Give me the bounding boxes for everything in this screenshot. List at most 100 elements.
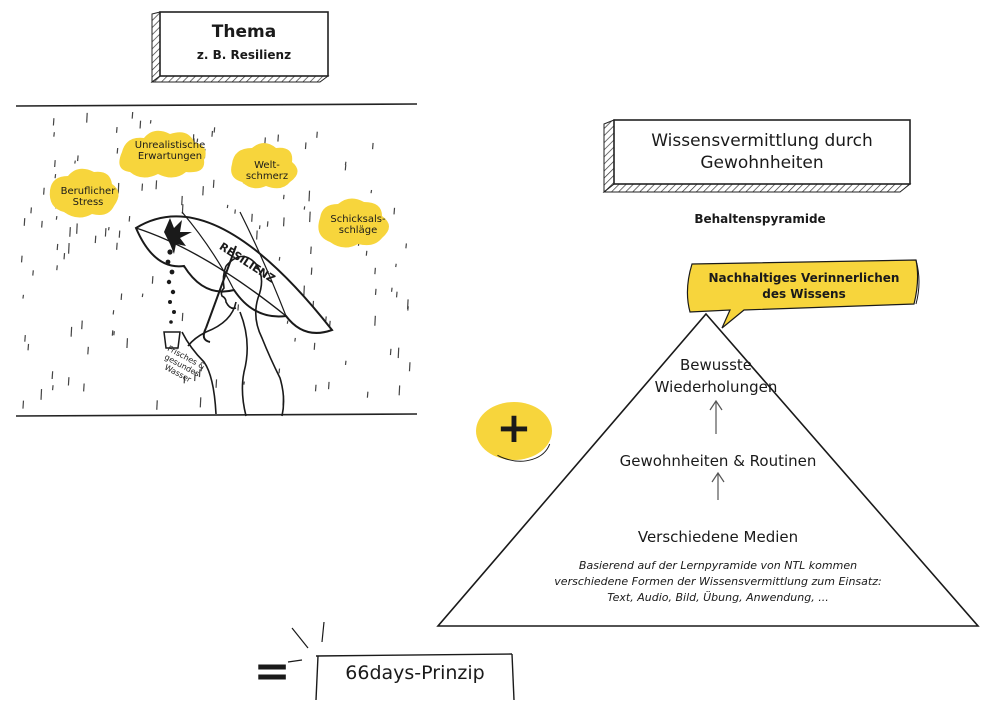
water-cup [163,331,181,349]
rain-drop [126,338,129,349]
rain-drop [408,362,411,372]
pyramid-arrows [709,399,725,500]
rain-drop [226,204,229,209]
rain-drop [51,371,54,380]
cloud-weltschmerz-label: Welt- schmerz [232,160,302,182]
pyramid-level-top-line1: Bewusste [679,356,753,374]
rain-drop [69,227,71,237]
rain-drop [374,288,377,295]
rain-drop [395,291,398,298]
rain-drop [52,118,55,126]
rain-drop [212,179,215,188]
rain-drop [258,225,261,230]
theme-title: Thema [211,22,277,42]
rain-drop [27,343,30,351]
theme-box: Thema z. B. Resilienz [148,10,334,86]
rain-drop [390,287,393,292]
theme-box-frame [150,11,330,83]
rain-drop [67,377,70,386]
burst-line [291,627,309,649]
rain-drop [116,147,119,154]
pyramid-top-line2: des Wissens [762,287,846,301]
rain-drop [286,320,289,324]
rain-drop [397,347,400,359]
plus-symbol: + [496,403,532,452]
rain-drop [366,391,369,398]
pyramid-level-middle: Gewohnheiten & Routinen [619,452,817,470]
rain-drop [56,243,59,251]
rain-drop [87,346,89,355]
rain-drop [194,372,196,382]
rain-drop [304,142,307,150]
rain-drop [282,217,285,227]
rain-drop [395,263,397,268]
rain-drop [370,189,373,194]
plus-badge: + [472,398,556,464]
rain-drop [215,379,218,388]
rain-scene-drawing [15,103,418,417]
pyramid-level-top-line2: Wiederholungen [654,378,778,396]
pyramid-level-top: Bewusste Wiederholungen [616,354,816,398]
rain-drop [237,304,240,311]
rain-drop [398,385,401,396]
rain-drop [243,381,245,385]
pyramid-note-line2: verschiedene Formen der Wissensvermittlu… [554,575,882,588]
rain-drop [63,252,66,260]
rain-drop [181,195,183,206]
pyramid-note-line3: Text, Audio, Bild, Übung, Anwendung, ... [607,591,829,604]
cloud-fate-line2: schläge [338,225,378,236]
rain-drop [213,127,216,133]
rain-drop [20,255,23,263]
rain-drop [113,331,115,336]
pyramid-note: Basierend auf der Lernpyramide von NTL k… [520,558,916,606]
rain-drop [308,190,311,202]
result-row: = 66days-Prinzip [250,620,550,700]
rain-drop [393,207,396,215]
rain-drop [151,276,154,284]
rain-drop [303,285,305,297]
rain-drop [313,342,316,350]
rain-drop [81,320,83,330]
rain-drop [77,155,79,162]
rain-drop [325,316,327,322]
rain-drop [24,335,26,342]
rain-drop [112,310,115,315]
rain-drop [120,293,123,300]
rain-drop [405,243,407,249]
rain-drop [118,230,121,238]
rain-drop [198,369,201,378]
rain-drop [141,293,144,298]
cloud-stress-label: Beruflicher Stress [50,186,126,208]
rain-drop [200,367,203,372]
equals-symbol: = [253,646,291,697]
rain-drop [211,130,214,137]
rain-drop [303,206,306,210]
rain-drop [234,209,236,214]
result-label: 66days-Prinzip [345,662,485,684]
rain-drop [310,267,313,275]
rain-drop [30,207,32,214]
rain-drop [374,315,376,326]
rain-drop [196,138,199,143]
rain-drop [374,267,376,275]
rain-drop [55,215,58,220]
rain-drop [94,235,97,244]
rain-drop [282,194,285,200]
rain-drop [314,384,317,392]
pyramid-drawing [436,259,980,627]
rain-drop [278,368,281,374]
result-frame [287,621,515,700]
cloud-weltschmerz [231,143,298,189]
cloud-fate-line1: Schicksals- [330,214,386,225]
rain-drop [251,213,253,222]
rain-drop [22,294,25,299]
rain-drop [329,320,331,327]
cloud-expectations-label: Unrealistische Erwartungen [124,140,216,162]
rain-drop [344,161,347,166]
rain-drop [199,397,202,408]
rain-drop [149,120,152,124]
cloud-weltschmerz-line1: Welt- [254,160,280,171]
rain-drop [76,223,78,234]
rain-drop [181,312,184,322]
rain-drop [54,160,56,168]
